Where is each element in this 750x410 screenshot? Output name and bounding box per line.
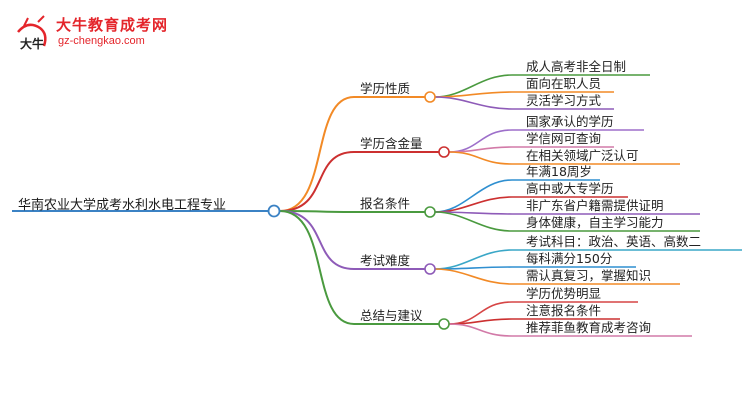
child-label: 注意报名条件 — [526, 303, 602, 318]
child-connector — [434, 249, 513, 270]
branch-node-circle — [438, 318, 450, 330]
child-label: 学历优势明显 — [526, 286, 602, 301]
branch-node-circle — [424, 263, 436, 275]
child-label: 需认真复习，掌握知识 — [526, 268, 652, 283]
child-label: 面向在职人员 — [526, 76, 602, 91]
child-label: 非广东省户籍需提供证明 — [526, 198, 664, 213]
svg-text:大牛: 大牛 — [20, 36, 44, 51]
logo-subtitle: gz-chengkao.com — [58, 35, 145, 47]
child-label: 每科满分150分 — [526, 251, 613, 266]
child-connector — [434, 268, 513, 285]
child-label: 灵活学习方式 — [526, 93, 602, 108]
child-label: 高中或大专学历 — [526, 181, 614, 196]
child-connector — [434, 96, 513, 110]
branch-node-circle — [438, 146, 450, 158]
logo: 大牛 大牛教育成考网 gz-chengkao.com — [14, 12, 174, 56]
branch-connector — [279, 210, 355, 213]
child-connector — [448, 323, 513, 337]
root-node-label: 华南农业大学成考水利水电工程专业 — [18, 198, 227, 213]
branch-node-circle — [424, 91, 436, 103]
root-node-circle — [267, 204, 281, 218]
child-connector — [434, 211, 513, 232]
branch-label: 报名条件 — [360, 196, 411, 211]
child-label: 在相关领域广泛认可 — [526, 148, 639, 163]
child-label: 考试科目：政治、英语、高数二 — [526, 234, 702, 249]
child-label: 成人高考非全日制 — [526, 59, 627, 74]
branch-connector — [279, 210, 355, 325]
branch-label: 总结与建议 — [360, 308, 423, 323]
branch-node-circle — [424, 206, 436, 218]
branch-connector — [279, 151, 355, 212]
branch-label: 学历性质 — [360, 81, 411, 96]
child-connector — [434, 179, 513, 213]
child-connector — [448, 151, 513, 165]
branch-label: 学历含金量 — [360, 136, 423, 151]
logo-mark-icon: 大牛 — [17, 15, 47, 51]
child-connector — [448, 146, 513, 153]
child-connector — [448, 318, 513, 325]
child-label: 推荐菲鱼教育成考咨询 — [526, 320, 652, 335]
child-label: 学信网可查询 — [526, 131, 602, 146]
logo-title: 大牛教育成考网 — [56, 16, 169, 34]
branch-connector — [279, 210, 355, 270]
child-label: 国家承认的学历 — [526, 114, 614, 129]
child-label: 年满18周岁 — [526, 164, 592, 179]
child-label: 身体健康，自主学习能力 — [526, 215, 664, 230]
branch-label: 考试难度 — [360, 253, 411, 268]
branch-connector — [279, 96, 355, 212]
child-connector — [434, 91, 513, 98]
